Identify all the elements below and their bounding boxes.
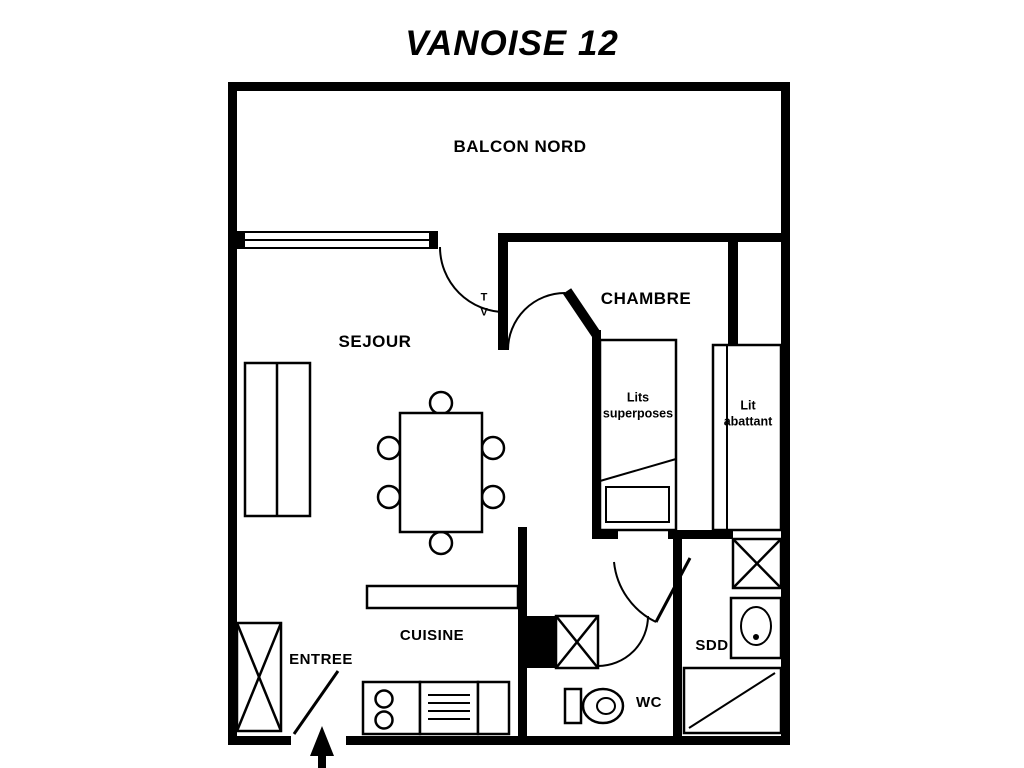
door-arcs <box>439 246 657 667</box>
outer-walls <box>228 82 790 745</box>
bathroom-sink <box>729 596 783 660</box>
toilet <box>563 687 625 725</box>
room-label-cuisine: CUISINE <box>399 627 465 644</box>
entrance-door-leaf <box>292 670 340 735</box>
stove-burner <box>374 710 394 730</box>
chambre-entry-door-leaf <box>654 557 692 623</box>
chambre-entry-arc <box>613 561 657 623</box>
kitchen-counter <box>365 584 520 610</box>
dining-table <box>398 411 484 534</box>
kitchen-appliances <box>361 680 511 736</box>
room-label-chambre: CHAMBRE <box>600 288 692 308</box>
room-label-balcon: BALCON NORD <box>453 136 587 156</box>
room-label-sejour: SEJOUR <box>338 331 412 351</box>
fold-down-bed <box>711 343 783 532</box>
tv-label: T V <box>480 291 488 319</box>
chambre-door-arc <box>507 292 566 351</box>
room-label-entree: ENTREE <box>289 651 353 668</box>
sejour-sideboard <box>243 361 312 518</box>
interior-walls <box>498 233 790 745</box>
shower <box>682 666 783 735</box>
wc-closet <box>554 614 600 670</box>
stove-burner <box>374 689 394 709</box>
plan-title: VANOISE 12 <box>405 24 619 63</box>
wc-door-arc <box>597 615 649 667</box>
room-label-sdd: SDD <box>695 637 729 654</box>
balcony-window <box>236 231 438 249</box>
fold-down-bed-label: Lit abattant <box>723 398 773 428</box>
balcony-door-arc <box>439 246 506 313</box>
entree-closet <box>235 621 283 733</box>
entrance-arrow <box>310 726 334 768</box>
bunk-bed <box>598 338 678 532</box>
chambre-wall-diagonal <box>562 288 601 337</box>
sdd-closet <box>731 537 783 590</box>
room-label-wc: WC <box>636 694 662 711</box>
bunk-bed-label: Lits superposes <box>602 390 674 420</box>
